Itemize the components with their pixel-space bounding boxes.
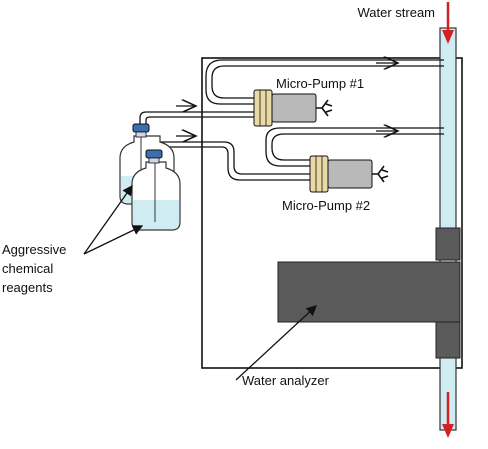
analyzer-leader-arrow — [235, 305, 317, 381]
reagent-bottle-2 — [131, 149, 181, 231]
water-analyzer-block — [277, 261, 461, 323]
tubing-pump2-out — [265, 128, 444, 167]
pump2-motor — [327, 159, 373, 189]
pipe-clamp-upper — [435, 227, 461, 261]
pipe-clamp-lower — [435, 321, 461, 359]
bottle2-cap — [145, 149, 163, 159]
label-pump1: Micro-Pump #1 — [276, 76, 364, 91]
label-reagents-line3: reagents — [2, 280, 53, 295]
tubing-pump1-out — [205, 60, 444, 105]
pump1-motor — [271, 93, 317, 123]
stream-arrow-in — [442, 2, 454, 44]
label-water-analyzer: Water analyzer — [242, 373, 330, 388]
label-water-stream: Water stream — [357, 5, 435, 20]
bottle1-cap — [132, 123, 150, 133]
label-reagents-line1: Aggressive — [2, 242, 66, 257]
pump1-head — [253, 89, 273, 127]
tubing-bottle1-to-pump1 — [139, 106, 254, 126]
pump2-head — [309, 155, 329, 193]
micro-pump-2 — [309, 155, 389, 193]
micro-pump-1 — [253, 89, 333, 127]
analyzer-enclosure — [201, 57, 463, 369]
stream-arrow-out — [442, 392, 454, 438]
label-pump2: Micro-Pump #2 — [282, 198, 370, 213]
label-reagents-line2: chemical — [2, 261, 53, 276]
reagents-leader-arrows — [83, 184, 144, 255]
water-stream-pipe — [435, 27, 461, 431]
